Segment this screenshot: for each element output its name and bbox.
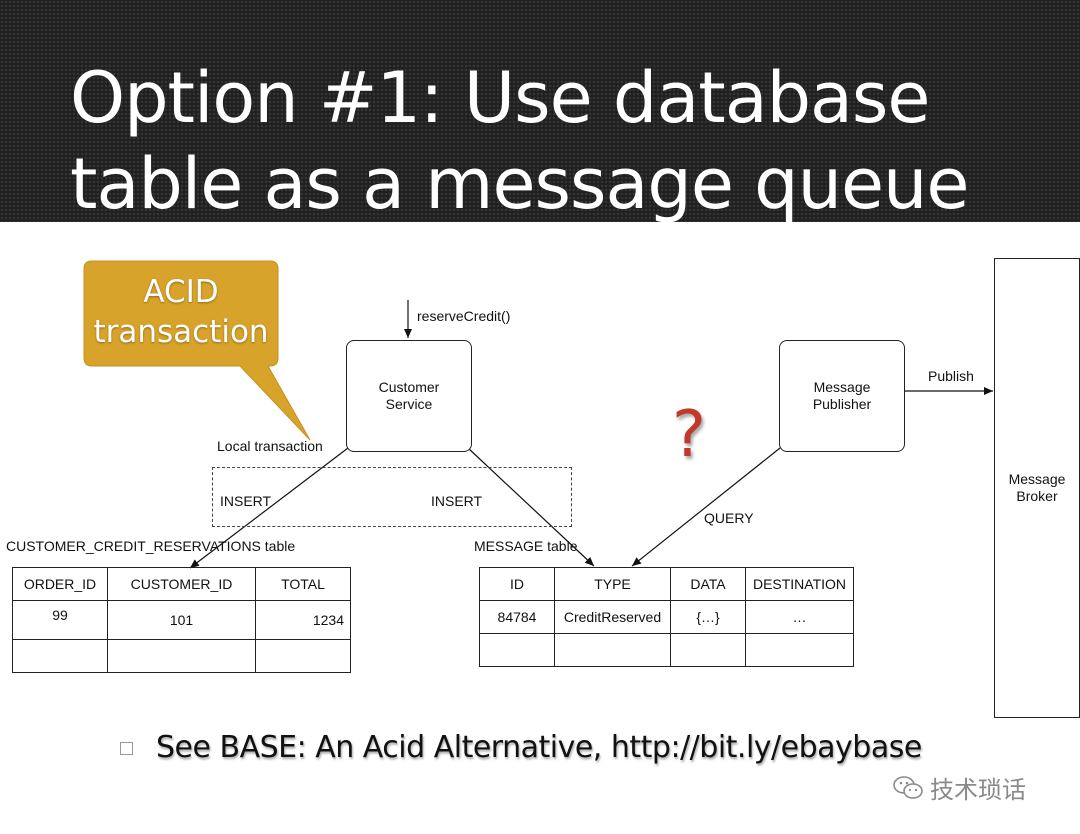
- table-row: [12, 639, 351, 673]
- table-header-row: ORDER_ID CUSTOMER_ID TOTAL: [12, 567, 351, 601]
- cell-empty: [670, 633, 746, 667]
- publish-label: Publish: [928, 368, 974, 384]
- cell-id: 84784: [479, 600, 555, 634]
- query-label: QUERY: [704, 510, 754, 526]
- wechat-icon: [893, 775, 923, 799]
- table-row: 99 101 1234: [12, 600, 351, 640]
- insert-right-label: INSERT: [431, 493, 483, 509]
- cell-empty: [107, 639, 256, 673]
- message-broker-box: Message Broker: [994, 258, 1080, 718]
- watermark-text: 技术琐话: [930, 776, 1026, 804]
- cell-empty: [12, 639, 108, 673]
- customer-service-line-2: Service: [385, 396, 433, 412]
- cell-destination: …: [745, 600, 854, 634]
- credit-table-caption: CUSTOMER_CREDIT_RESERVATIONS table: [6, 538, 296, 554]
- message-broker-line-1: Message: [1008, 471, 1066, 487]
- cell-empty: [255, 639, 351, 673]
- slide-title-line-1: Option #1: Use database: [70, 57, 930, 139]
- local-transaction-label: Local transaction: [217, 438, 323, 454]
- message-table-caption: MESSAGE table: [474, 538, 578, 554]
- cell-customer-id: 101: [107, 600, 256, 640]
- header-order-id: ORDER_ID: [12, 567, 108, 601]
- header-id: ID: [479, 567, 555, 601]
- cell-empty: [479, 633, 555, 667]
- table-row: 84784 CreditReserved {…} …: [479, 600, 854, 634]
- header-customer-id: CUSTOMER_ID: [107, 567, 256, 601]
- header-data: DATA: [670, 567, 746, 601]
- message-table: ID TYPE DATA DESTINATION 84784 CreditRes…: [479, 567, 854, 667]
- insert-left-label: INSERT: [220, 493, 272, 509]
- cell-order-id: 99: [12, 600, 108, 640]
- cell-type: CreditReserved: [554, 600, 671, 634]
- cell-empty: [554, 633, 671, 667]
- table-header-row: ID TYPE DATA DESTINATION: [479, 567, 854, 601]
- credit-reservations-table: ORDER_ID CUSTOMER_ID TOTAL 99 101 1234: [12, 567, 351, 673]
- cell-empty: [745, 633, 854, 667]
- slide-title-line-2: table as a message queue: [70, 143, 969, 225]
- customer-service-box: Customer Service: [346, 340, 472, 452]
- header-type: TYPE: [554, 567, 671, 601]
- message-publisher-line-2: Publisher: [812, 396, 872, 412]
- bullet-icon: [120, 742, 133, 755]
- header-destination: DESTINATION: [745, 567, 854, 601]
- message-publisher-box: Message Publisher: [779, 340, 905, 452]
- header-total: TOTAL: [255, 567, 351, 601]
- watermark: 技术琐话: [892, 770, 1026, 805]
- cell-total: 1234: [255, 600, 351, 640]
- acid-callout-line-2: transaction: [93, 314, 269, 350]
- slide-title: Option #1: Use database table as a messa…: [70, 55, 969, 227]
- acid-callout-line-1: ACID: [143, 274, 219, 310]
- message-publisher-line-1: Message: [813, 379, 871, 395]
- customer-service-line-1: Customer: [378, 379, 440, 395]
- acid-callout: ACID transaction: [84, 272, 278, 352]
- message-broker-line-2: Broker: [1016, 488, 1058, 504]
- question-mark: ?: [672, 398, 706, 472]
- reserve-credit-label: reserveCredit(): [417, 308, 511, 324]
- cell-data: {…}: [670, 600, 746, 634]
- reference-note: See BASE: An Acid Alternative, http://bi…: [156, 730, 922, 765]
- table-row: [479, 633, 854, 667]
- slide-header: Option #1: Use database table as a messa…: [0, 0, 1080, 225]
- local-transaction-boundary: [212, 467, 572, 527]
